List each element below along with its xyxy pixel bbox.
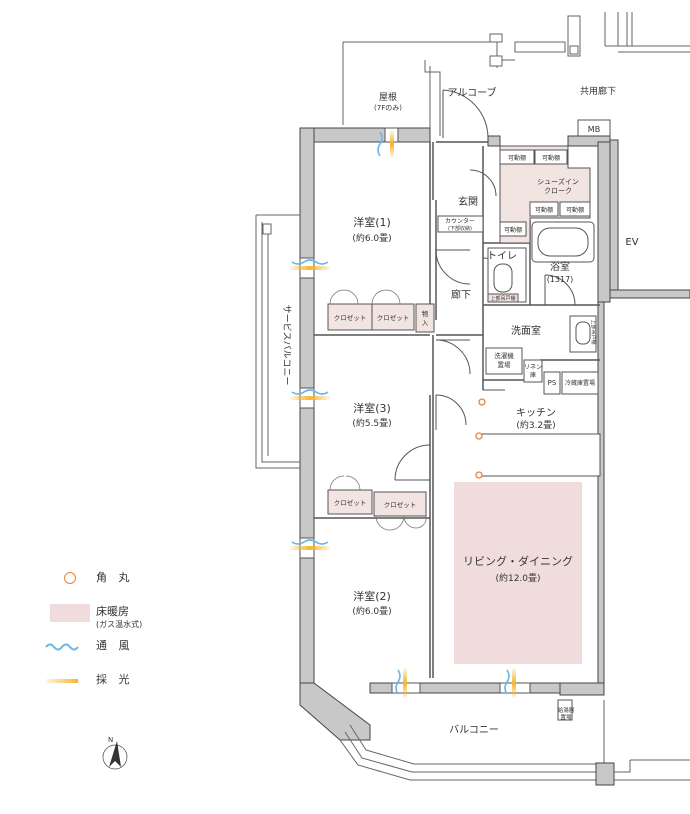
label-kitchen: キッチン [516,407,556,419]
label-closet-2: クロゼット [377,313,410,322]
compass-north: N [108,736,113,744]
legend-floor-heating-note: (ガス温水式) [96,620,143,629]
label-western1: 洋室(1) [353,215,391,229]
compass-icon: N [102,736,128,770]
wave-icon [45,643,79,651]
label-ldk: リビング・ダイニング [463,554,573,568]
balcony [339,700,690,786]
label-linen-1: リネン [524,364,542,371]
legend-floor-heating-label: 床暖房 [96,605,129,618]
label-western3-size: (約5.5畳) [352,417,391,429]
label-western2: 洋室(2) [353,589,391,603]
legend-ventilation-label: 通 風 [96,639,134,652]
label-storage-1: 物 [422,309,429,318]
label-toilet: トイレ [487,251,517,262]
service-balcony [255,214,300,469]
label-washroom: 洗面室 [511,324,541,337]
room-labels: 屋根 (7Fのみ) アルコーブ 共用廊下 MB EV 可動棚 可動棚 シューズイ… [281,85,639,736]
label-shelf-3: 可動棚 [535,206,553,214]
label-counter: カウンター [445,217,475,225]
legend-floor-heating: 床暖房 (ガス温水式) [34,604,214,638]
label-shelf-4: 可動棚 [566,206,584,214]
walls [299,127,690,741]
label-upper-storage-toilet: 上部吊戸棚 [490,295,515,302]
swatch-icon [44,604,90,622]
legend-rounded-corner: 角 丸 [34,570,214,604]
legend-daylight: 採 光 [34,672,214,706]
label-common-corridor: 共用廊下 [580,85,616,97]
label-shelf-1: 可動棚 [508,154,526,162]
label-storage-2: 入 [422,319,429,327]
label-roof: 屋根 [379,91,397,103]
legend-daylight-label: 採 光 [96,673,134,686]
roof-area [342,12,690,136]
label-ev: EV [625,237,638,248]
label-washer-1: 洗濯機 [494,351,514,360]
label-closet-1: クロゼット [334,313,367,322]
label-alcove: アルコーブ [447,86,496,99]
label-balcony: バルコニー [449,724,499,736]
label-corridor: 廊下 [451,288,471,301]
label-kitchen-size: (約3.2畳) [516,419,555,431]
label-western2-size: (約6.0畳) [352,605,391,617]
rounded-corner-markers [475,398,486,479]
label-bath: 浴室 [550,260,570,273]
legend: 角 丸 床暖房 (ガス温水式) 通 風 採 光 [34,570,214,706]
label-water-heater-1: 給湯器 [558,706,575,714]
label-closet-3: クロゼット [334,498,367,507]
label-mb: MB [588,125,600,134]
label-bath-size: (1317) [547,275,574,284]
label-shoes-in-2: クローク [544,187,572,195]
label-ps: PS [548,379,557,387]
legend-ventilation: 通 風 [34,638,214,672]
label-water-heater-2: 置場 [560,713,572,721]
label-closet-4: クロゼット [384,500,417,509]
label-shelf-5: 可動棚 [504,226,522,234]
label-western1-size: (約6.0畳) [352,232,391,244]
label-shoes-in-1: シューズイン [537,177,579,186]
light-ray-icon [46,679,78,683]
circle-icon [44,570,80,588]
legend-rounded-corner-label: 角 丸 [96,571,134,584]
storage-units [327,145,599,517]
closet-doors [329,289,427,531]
label-upper-storage: 上部吊戸棚 [590,319,597,344]
label-roof-note: (7Fのみ) [374,104,402,112]
label-service-balcony: サービスバルコニー [281,305,292,386]
label-linen-2: 庫 [530,371,536,379]
label-counter-note: (下部収納) [448,225,472,232]
entry-door [442,89,489,139]
label-washer-2: 置場 [498,360,512,369]
label-fridge: 冷蔵庫置場 [565,379,595,387]
label-western3: 洋室(3) [353,401,391,415]
floor-heating-area [454,482,582,664]
sanitary-fixtures [482,221,601,721]
label-ldk-size: (約12.0畳) [495,572,540,584]
label-genkan: 玄関 [458,195,478,208]
label-shelf-2: 可動棚 [542,154,560,162]
window-markers [290,127,531,698]
